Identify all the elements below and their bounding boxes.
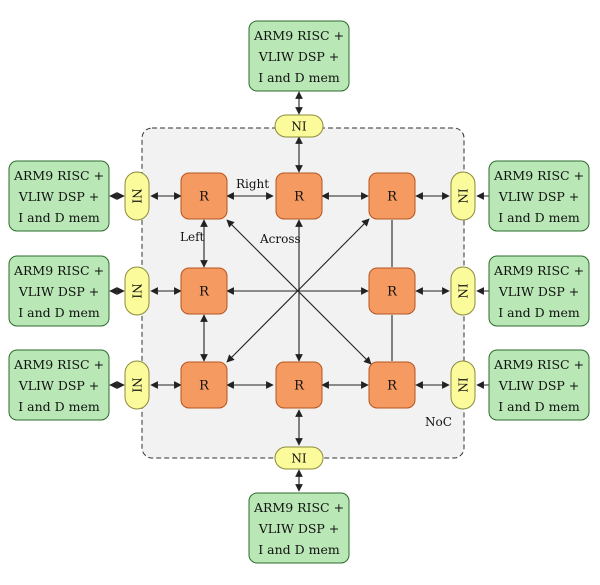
pe-label-line-1: ARM9 RISC + (13, 357, 104, 372)
ni-right-2: NI (450, 266, 476, 316)
pe-label-line-3: I and D mem (498, 399, 580, 414)
router-label: R (199, 190, 210, 205)
pe-label-line-2: VLIW DSP + (498, 189, 580, 204)
router-label: R (294, 379, 305, 394)
routers-layer: R R R R R R R R (180, 172, 416, 409)
pe-label-line-2: VLIW DSP + (498, 284, 580, 299)
ni-right-1: NI (450, 171, 476, 221)
pe-right-2: ARM9 RISC + VLIW DSP + I and D mem (488, 255, 590, 327)
router-r12: R (368, 267, 416, 315)
router-label: R (199, 379, 210, 394)
link-label-across: Across (259, 232, 301, 246)
pe-label-line-3: I and D mem (18, 210, 100, 225)
ni-left-2: NI (124, 266, 150, 316)
router-r10: R (180, 267, 228, 315)
router-label: R (294, 190, 305, 205)
ni-label: NI (457, 377, 471, 393)
pe-label-line-3: I and D mem (18, 305, 100, 320)
ni-left-3: NI (124, 360, 150, 410)
ni-label: NI (130, 377, 144, 393)
pe-label-line-1: ARM9 RISC + (253, 28, 344, 43)
ni-right-3: NI (450, 360, 476, 410)
pe-label-line-1: ARM9 RISC + (493, 357, 584, 372)
ni-label: NI (457, 283, 471, 299)
ni-left-1: NI (124, 171, 150, 221)
pe-label-line-3: I and D mem (258, 542, 340, 557)
pe-left-3: ARM9 RISC + VLIW DSP + I and D mem (8, 349, 110, 421)
noc-label: NoC (425, 415, 452, 429)
links-layer (109, 91, 498, 492)
pe-label-line-3: I and D mem (498, 305, 580, 320)
pe-label-line-1: ARM9 RISC + (13, 263, 104, 278)
ni-label: NI (291, 120, 307, 134)
router-r01: R (275, 172, 323, 220)
pe-label-line-1: ARM9 RISC + (13, 168, 104, 183)
pe-label-line-3: I and D mem (18, 399, 100, 414)
ni-label: NI (291, 452, 307, 466)
pe-label-line-3: I and D mem (258, 70, 340, 85)
router-label: R (199, 285, 210, 300)
ni-label: NI (130, 283, 144, 299)
pe-label-line-1: ARM9 RISC + (493, 263, 584, 278)
pe-label-line-2: VLIW DSP + (18, 189, 100, 204)
pe-bottom: ARM9 RISC + VLIW DSP + I and D mem (248, 492, 350, 564)
ni-top: NI (274, 114, 324, 138)
pe-label-line-2: VLIW DSP + (18, 284, 100, 299)
ni-label: NI (130, 188, 144, 204)
ni-bottom: NI (274, 446, 324, 470)
pe-label-line-3: I and D mem (498, 210, 580, 225)
pe-label-line-2: VLIW DSP + (18, 378, 100, 393)
router-label: R (387, 285, 398, 300)
pe-label-line-2: VLIW DSP + (258, 521, 340, 536)
pe-label-line-2: VLIW DSP + (258, 49, 340, 64)
router-r22: R (368, 361, 416, 409)
router-r02: R (368, 172, 416, 220)
router-label: R (387, 379, 398, 394)
pe-right-3: ARM9 RISC + VLIW DSP + I and D mem (488, 349, 590, 421)
router-r21: R (275, 361, 323, 409)
link-label-right: Right (236, 177, 269, 191)
router-r00: R (180, 172, 228, 220)
pe-left-1: ARM9 RISC + VLIW DSP + I and D mem (8, 160, 110, 232)
router-r20: R (180, 361, 228, 409)
pe-label-line-1: ARM9 RISC + (253, 500, 344, 515)
pe-top: ARM9 RISC + VLIW DSP + I and D mem (248, 20, 350, 92)
pe-label-line-1: ARM9 RISC + (493, 168, 584, 183)
pe-label-line-2: VLIW DSP + (498, 378, 580, 393)
network-interfaces-layer: NI NI NI NI NI NI NI NI (124, 114, 476, 470)
pe-right-1: ARM9 RISC + VLIW DSP + I and D mem (488, 160, 590, 232)
router-label: R (387, 190, 398, 205)
pe-left-2: ARM9 RISC + VLIW DSP + I and D mem (8, 255, 110, 327)
link-label-left: Left (180, 230, 205, 244)
ni-label: NI (457, 188, 471, 204)
